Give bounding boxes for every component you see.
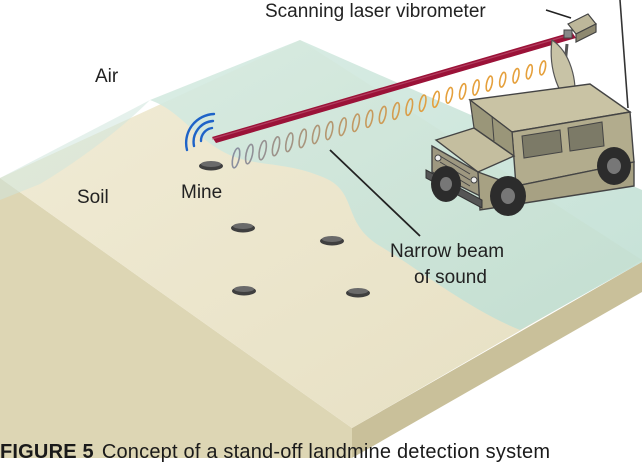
sound-ring — [298, 128, 308, 149]
sound-ring — [351, 113, 361, 133]
mine-disc — [320, 236, 344, 246]
sound-ring — [418, 94, 427, 113]
ground-right-face — [352, 262, 642, 458]
label-air: Air — [95, 66, 119, 87]
sound-ring — [512, 67, 520, 84]
sound-ring — [391, 101, 401, 121]
sound-ring — [365, 109, 374, 129]
figure-caption: FIGURE 5 Concept of a stand-off landmine … — [0, 441, 642, 471]
wheel-icon — [490, 176, 526, 216]
landmine-detection-diagram: Scanning laser vibrometer Air Soil Mine … — [0, 0, 642, 458]
ground-slab — [0, 40, 642, 458]
mine-disc — [231, 223, 255, 233]
wheel-icon — [431, 166, 461, 202]
sound-ring — [538, 60, 547, 76]
vehicle-icon — [425, 0, 635, 216]
label-mine: Mine — [181, 182, 222, 203]
ground-left-face — [0, 178, 352, 458]
mine-disc — [199, 161, 223, 171]
sound-ring — [378, 105, 387, 125]
sound-ring — [311, 124, 321, 145]
vibration-arcs-icon — [184, 112, 216, 152]
sound-ring — [485, 75, 494, 92]
sound-ring — [431, 90, 441, 109]
beam-leader-line — [329, 149, 421, 237]
label-soil: Soil — [77, 187, 109, 208]
mine-disc — [346, 288, 370, 298]
figure-caption-text: Concept of a stand-off landmine detectio… — [101, 441, 551, 463]
sound-ring — [458, 82, 467, 100]
sound-ring — [405, 98, 414, 117]
sound-ring — [271, 136, 281, 157]
sound-ring — [338, 117, 347, 137]
mines — [199, 161, 370, 298]
scanner-leader-line — [545, 9, 572, 19]
soil-left-shade — [0, 100, 150, 200]
label-beam-line1: Narrow beam — [390, 241, 504, 262]
sound-ring — [231, 147, 241, 169]
sound-ring — [324, 120, 334, 141]
vibrometer-head-icon — [563, 13, 597, 43]
label-scanner: Scanning laser vibrometer — [265, 1, 486, 22]
sound-ring — [498, 71, 507, 88]
wheel-icon — [597, 147, 631, 185]
figure-caption-prefix: FIGURE 5 — [0, 441, 94, 463]
sound-ring — [258, 139, 268, 161]
mine-disc — [232, 286, 256, 296]
laser-beam-edge — [211, 33, 574, 140]
air-shaded-region — [150, 40, 642, 330]
ground-top-surface — [0, 40, 642, 428]
sound-ring — [525, 63, 534, 80]
sound-ring — [284, 132, 294, 153]
label-beam-line2: of sound — [414, 267, 487, 288]
sound-beam-rings — [231, 56, 560, 169]
sound-ring — [445, 86, 454, 104]
sound-ring — [472, 79, 480, 96]
sound-ring — [244, 143, 254, 165]
